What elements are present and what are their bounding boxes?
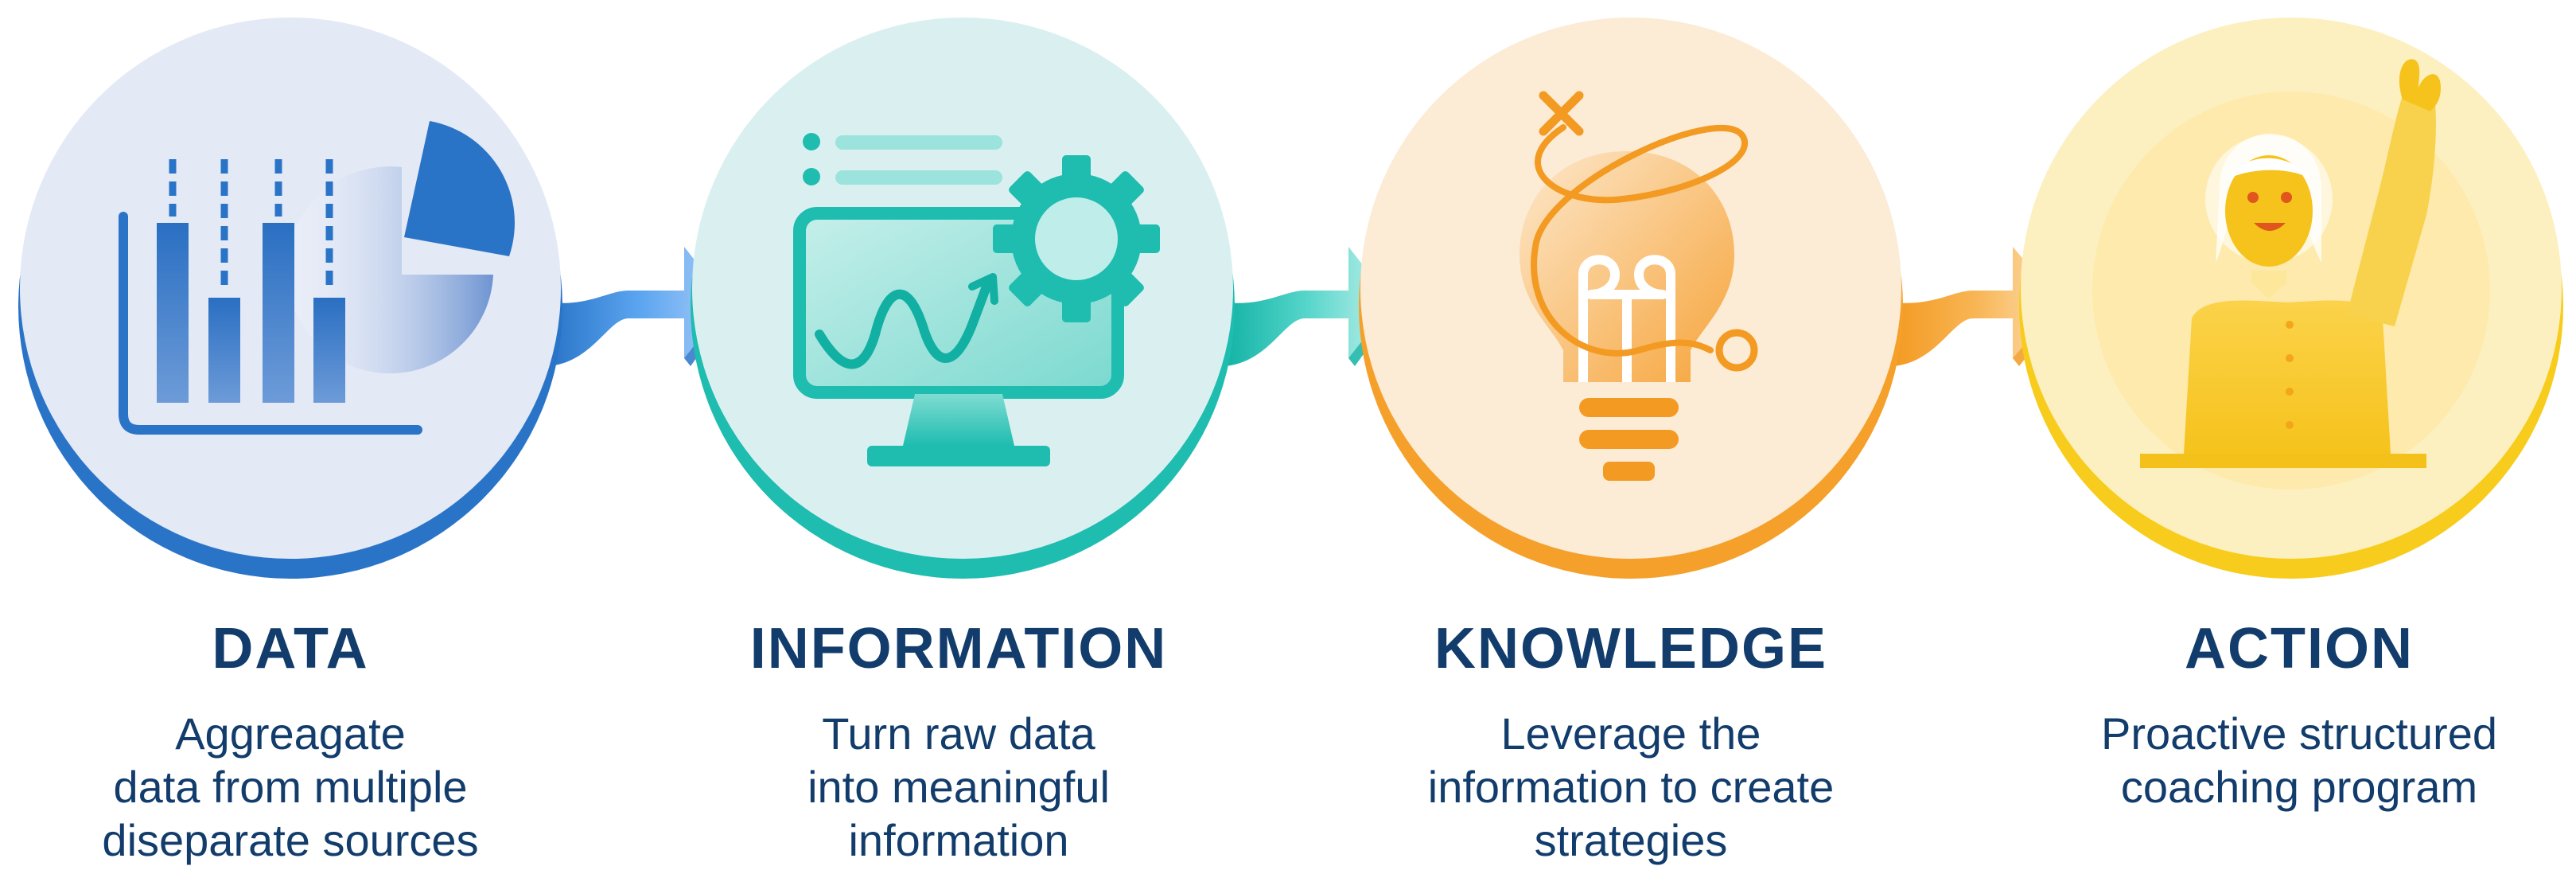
step-data-circle — [18, 18, 562, 579]
description-line: Proactive structured — [2101, 708, 2497, 759]
description-line: data from multiple — [113, 762, 468, 812]
step-description-knowledge: Leverage the information to create strat… — [1352, 707, 1909, 867]
description-line: coaching program — [2120, 762, 2478, 812]
bar-chart-pie-icon — [119, 121, 515, 435]
description-line: strategies — [1534, 815, 1728, 865]
step-title-data: DATA — [212, 617, 369, 681]
step-description-action: Proactive structured coaching program — [2021, 707, 2576, 813]
step-title-knowledge: KNOWLEDGE — [1434, 617, 1827, 681]
description-line: Aggreagate — [175, 708, 406, 759]
step-action-circle — [2019, 18, 2563, 579]
step-description-information: Turn raw data into meaningful informatio… — [680, 707, 1237, 867]
description-line: Leverage the — [1500, 708, 1761, 759]
step-title-action: ACTION — [2185, 617, 2414, 681]
description-line: diseparate sources — [102, 815, 479, 865]
step-title-information: INFORMATION — [749, 617, 1168, 681]
lightbulb-strategy-icon — [1520, 91, 1758, 481]
description-line: information — [848, 815, 1069, 865]
step-description-data: Aggreagate data from multiple diseparate… — [12, 707, 569, 867]
monitor-gear-icon — [793, 133, 1160, 466]
description-line: information to create — [1427, 762, 1835, 812]
step-knowledge-circle — [1359, 18, 1903, 579]
description-line: into meaningful — [807, 762, 1110, 812]
description-line: Turn raw data — [822, 708, 1095, 759]
step-information-circle — [691, 18, 1235, 579]
person-raising-hand-icon — [2092, 59, 2490, 490]
